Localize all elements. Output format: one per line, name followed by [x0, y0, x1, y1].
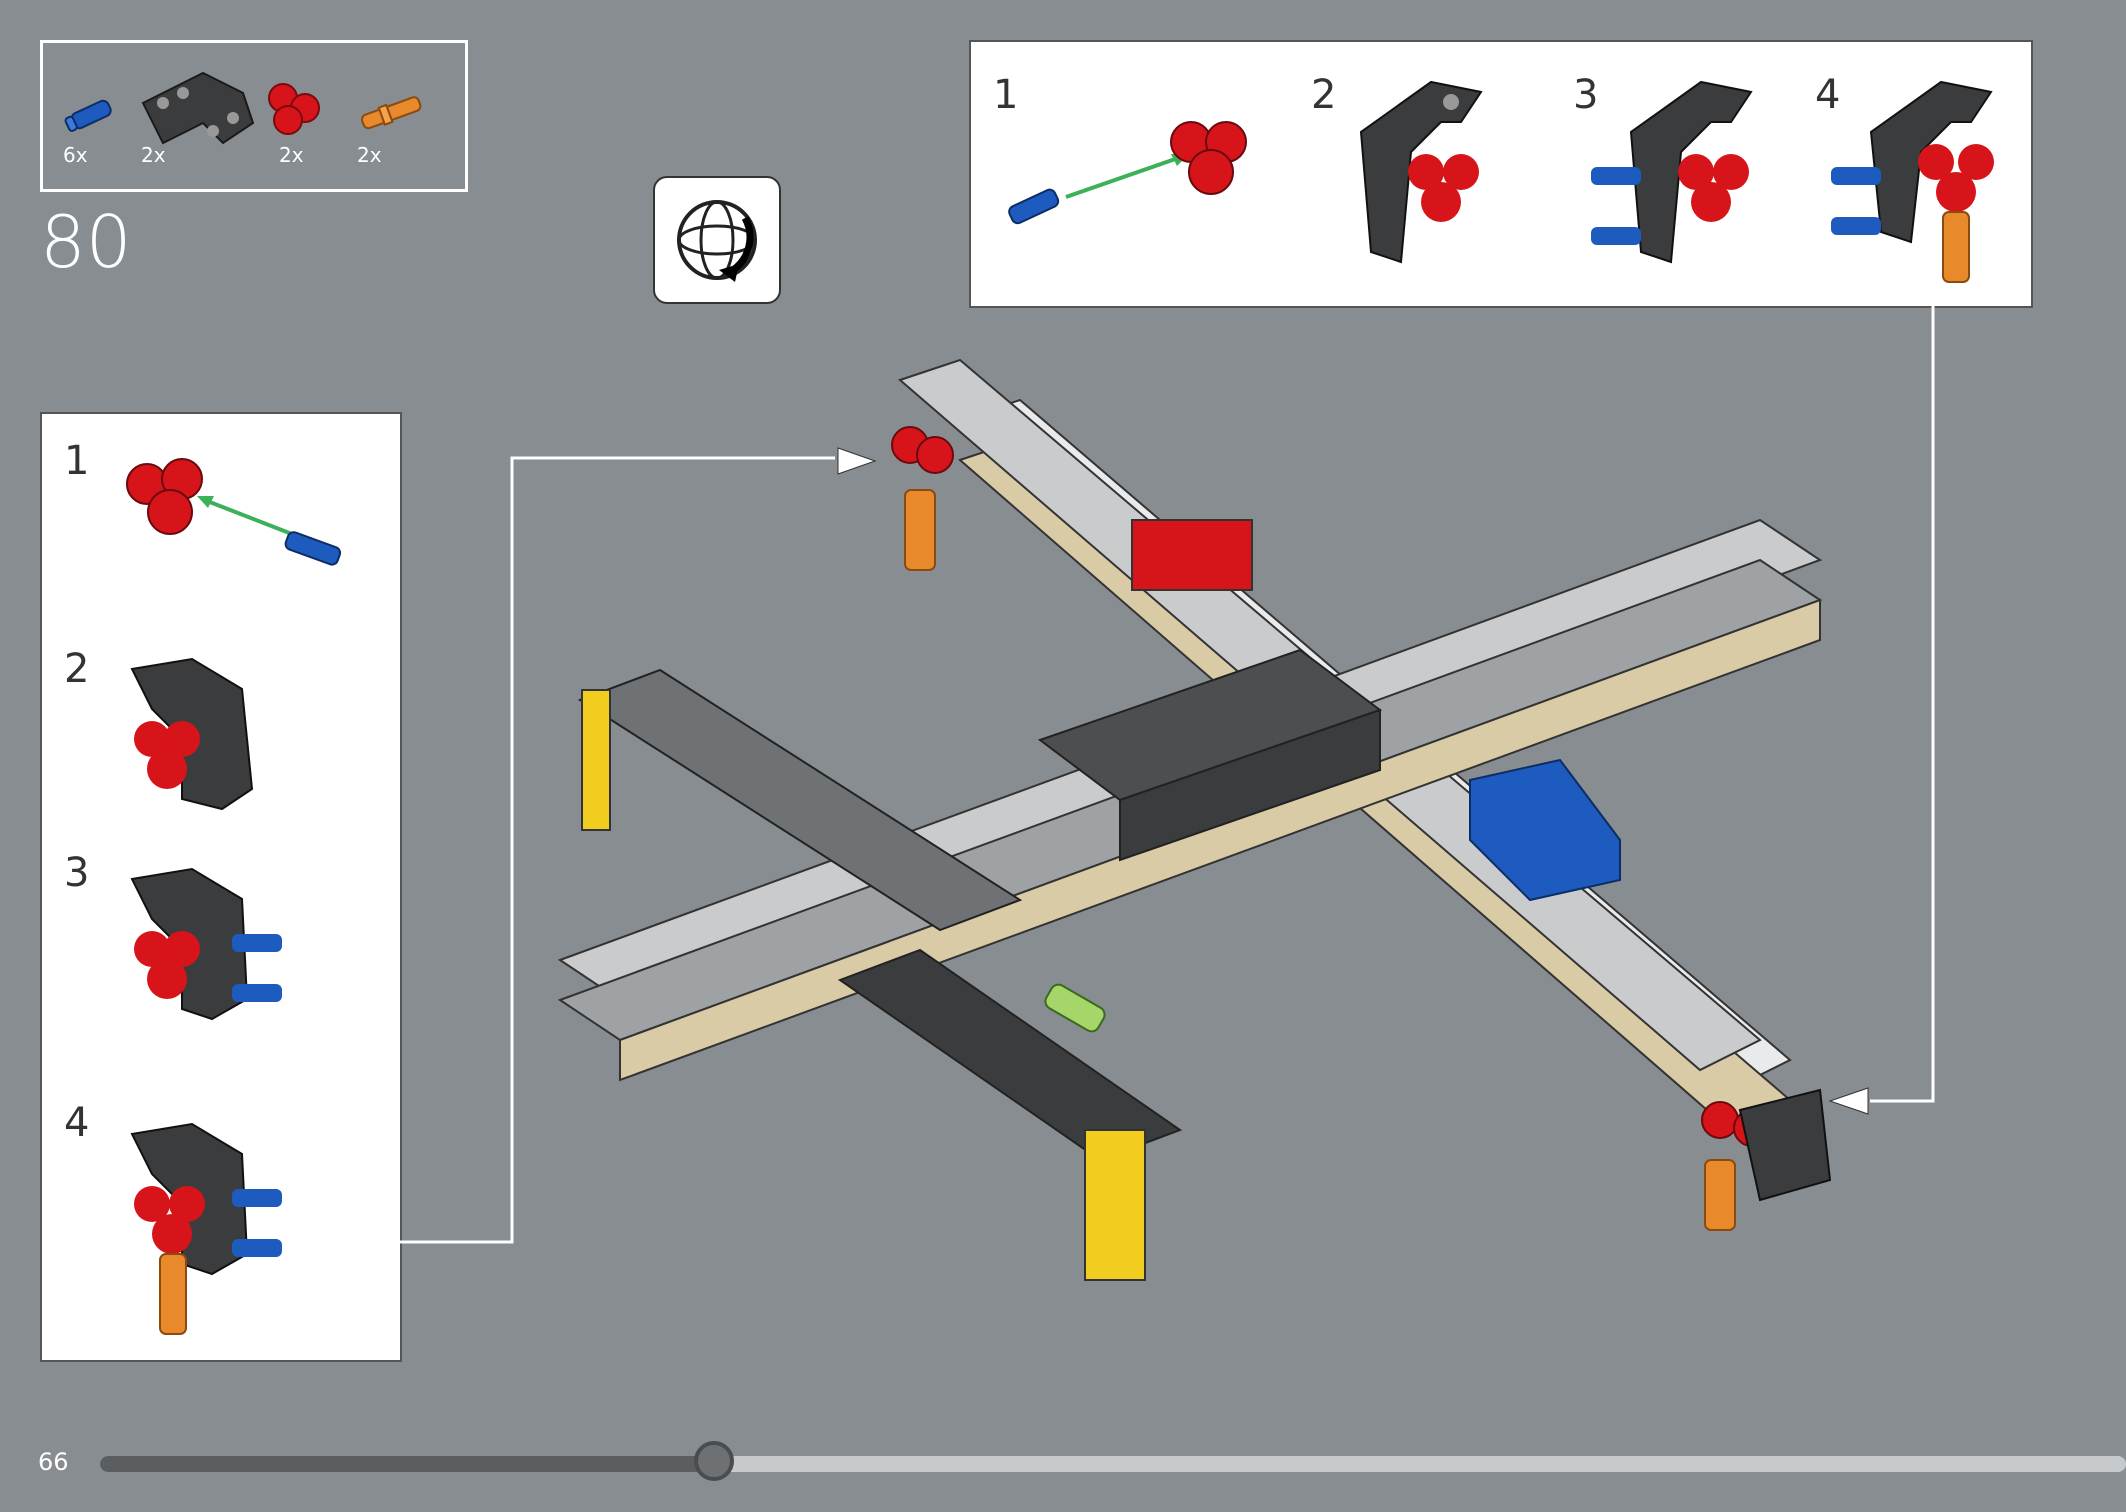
model-yellow-block-left [581, 689, 611, 831]
callout-right-arrowhead [1828, 1087, 1869, 1115]
rotate-model-box [653, 176, 781, 304]
sub-top-step-3: 3 [1573, 72, 1599, 118]
parts-list-box: 6x 2x 2x 2x [40, 40, 468, 192]
callout-left-arrowhead [837, 447, 877, 475]
subassembly-top-graphics [1008, 80, 1994, 283]
sub-top-step-1-illustration [1008, 121, 1247, 225]
sub-top-step-2-illustration [1359, 80, 1483, 264]
model-center-plates [577, 648, 1383, 1162]
subassembly-top-box: 1 2 3 4 [969, 40, 2033, 308]
callout-right-line [1870, 304, 1935, 1103]
black-bent-liftarm-icon [141, 71, 255, 145]
sub-left-step-3: 3 [64, 850, 90, 896]
sub-top-step-2: 2 [1311, 72, 1337, 118]
model-cross-beam [557, 518, 1823, 1082]
sub-left-step-2: 2 [64, 646, 90, 692]
red-double-connector-icon [268, 83, 320, 135]
model-green-pin [1044, 983, 1106, 1033]
orange-axle-pin-icon [361, 96, 422, 130]
parts-qty-4: 2x [357, 143, 382, 167]
parts-qty-3: 2x [279, 143, 304, 167]
sub-top-step-4: 4 [1815, 72, 1841, 118]
rotate-model-icon [677, 200, 757, 282]
sub-top-step-1: 1 [993, 72, 1019, 118]
sub-left-step-3-illustration [130, 867, 282, 1021]
sub-top-step-4-illustration [1831, 80, 1994, 283]
parts-qty-1: 6x [63, 143, 88, 167]
progress-fill [100, 1456, 714, 1472]
sub-left-step-1-illustration [126, 458, 342, 566]
model-yellow-block-bottom [1084, 1129, 1146, 1281]
blue-pin-icon [64, 99, 112, 132]
sub-left-step-2-illustration [130, 657, 254, 811]
subassembly-left-graphics [126, 458, 342, 1335]
model-red-block [1131, 519, 1253, 591]
page-number: 66 [38, 1448, 69, 1476]
subassembly-left-box: 1 2 3 4 [40, 412, 402, 1362]
callout-left-line [400, 456, 835, 1244]
model-attached-subassembly-top [891, 426, 954, 571]
sub-left-step-4-illustration [130, 1122, 282, 1335]
sub-left-step-1: 1 [64, 438, 90, 484]
sub-top-step-3-illustration [1591, 80, 1753, 264]
sub-left-step-4: 4 [64, 1100, 90, 1146]
progress-track[interactable] [100, 1456, 2126, 1472]
model-long-beam [898, 358, 1792, 1132]
progress-knob[interactable] [694, 1441, 734, 1481]
parts-list-graphics [64, 71, 422, 145]
parts-qty-2: 2x [141, 143, 166, 167]
model-attached-subassembly-bottom [1701, 1088, 1832, 1231]
model-blue-wedge [1469, 758, 1621, 902]
step-number: 80 [40, 200, 132, 284]
